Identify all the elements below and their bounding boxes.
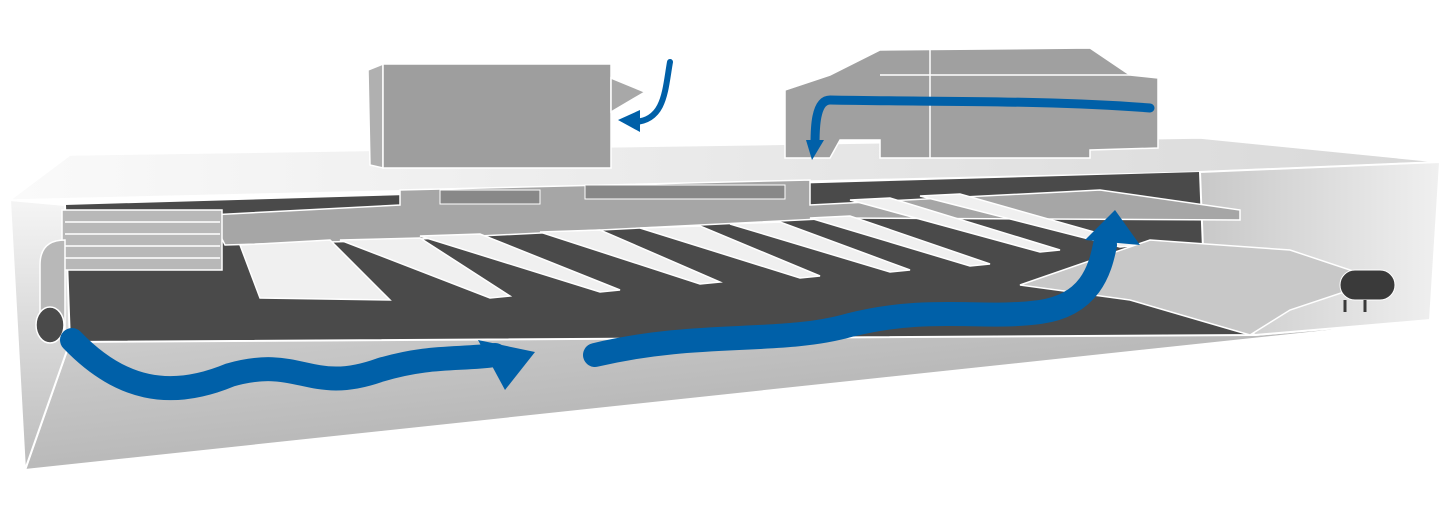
duct-vent xyxy=(439,189,541,205)
blower-inlet-cone xyxy=(610,76,647,114)
duct-vent xyxy=(584,184,786,200)
left-manifold xyxy=(35,209,223,344)
airflow-arrow-icon xyxy=(478,340,535,390)
airflow-arrow-icon xyxy=(60,328,507,401)
slat xyxy=(339,237,513,299)
slat xyxy=(539,229,723,285)
airflow-arrow-icon xyxy=(583,233,1117,367)
airflow-arrow-icon xyxy=(1085,210,1140,245)
top-blower-box xyxy=(382,63,612,169)
airflow-arrow-icon xyxy=(618,110,640,132)
airflow-arrow-icon xyxy=(806,140,824,160)
slats xyxy=(238,193,1141,301)
slat xyxy=(809,215,991,267)
airflow-arrows xyxy=(60,59,1155,401)
slat xyxy=(238,239,392,301)
slat xyxy=(639,225,821,279)
top-blower-box-side xyxy=(367,62,384,169)
slat xyxy=(729,221,911,273)
conveyor-roller xyxy=(1339,269,1396,312)
airflow-arrow-icon xyxy=(632,59,673,125)
slat xyxy=(849,197,1061,253)
slat xyxy=(419,233,621,293)
airflow-arrow-icon xyxy=(810,95,1155,150)
